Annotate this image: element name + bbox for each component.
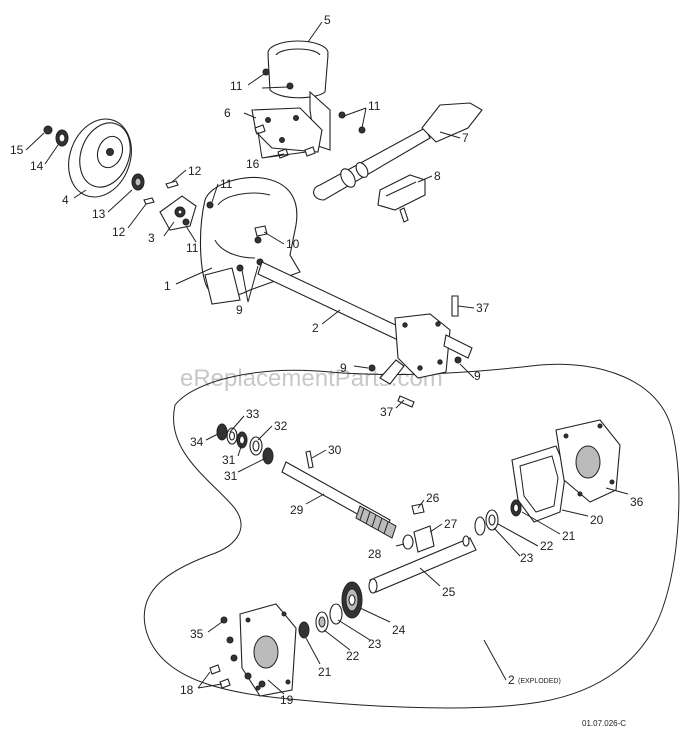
seal-part-21-upper xyxy=(510,499,522,517)
nut-part-11-housing-b xyxy=(182,218,190,226)
callout-28: 28 xyxy=(368,547,382,561)
callout-34: 34 xyxy=(190,435,204,449)
bolt-part-16 xyxy=(254,124,316,159)
callout-20: 20 xyxy=(590,513,604,527)
callout-23-lower: 23 xyxy=(368,637,382,651)
callout-7: 7 xyxy=(462,131,469,145)
callout-21-upper: 21 xyxy=(562,529,576,543)
callout-35: 35 xyxy=(190,627,204,641)
callout-21-lower: 21 xyxy=(318,665,332,679)
crank-bracket-part xyxy=(377,174,426,211)
callout-18: 18 xyxy=(180,683,194,697)
callout-27: 27 xyxy=(444,517,458,531)
washer-part-23-upper xyxy=(485,509,499,531)
bolt-part-37-b xyxy=(397,395,415,408)
pin-part-12-b xyxy=(143,197,155,205)
gasket-part-20 xyxy=(511,445,567,523)
callout-4: 4 xyxy=(62,193,69,207)
callout-32: 32 xyxy=(274,419,288,433)
callout-5: 5 xyxy=(324,13,331,27)
callout-9-left: 9 xyxy=(340,361,347,375)
callout-33: 33 xyxy=(246,407,260,421)
nut-part-15 xyxy=(43,125,53,135)
callout-22-upper: 22 xyxy=(540,539,554,553)
callout-10: 10 xyxy=(286,237,300,251)
callout-13: 13 xyxy=(92,207,106,221)
watermark: eReplacementParts.com xyxy=(180,365,443,392)
callout-15: 15 xyxy=(10,143,24,157)
gear-case-half-left-part xyxy=(239,603,297,697)
callout-31-upper: 31 xyxy=(222,453,236,467)
pin-part-12-a xyxy=(165,180,179,189)
callout-9-upper: 9 xyxy=(236,303,243,317)
callout-36: 36 xyxy=(630,495,644,509)
nut-part-9-b xyxy=(454,356,462,364)
fitting-part-18-b xyxy=(219,678,231,689)
callout-9-right: 9 xyxy=(474,369,481,383)
callout-3: 3 xyxy=(148,231,155,245)
pin-part-17 xyxy=(399,207,409,223)
worm-gear-part xyxy=(341,581,363,619)
gear-case-half-right-part xyxy=(555,419,621,503)
nut-part-11-upper xyxy=(262,68,366,134)
key-part-26 xyxy=(411,503,425,515)
callout-labels: 5 11 6 11 7 8 16 15 14 4 13 12 12 11 3 1… xyxy=(10,13,644,728)
callout-12-upper: 12 xyxy=(188,164,202,178)
auger-shaft-part xyxy=(368,535,477,594)
callout-16: 16 xyxy=(246,157,260,171)
nut-part-9-a xyxy=(368,364,376,372)
screw-parts-35 xyxy=(220,616,266,688)
callout-14: 14 xyxy=(30,159,44,173)
gear-case-shaft-assembly xyxy=(257,261,473,385)
spacer-part-27 xyxy=(413,525,435,553)
key-part-10 xyxy=(254,225,268,237)
seal-part-21-lower xyxy=(298,621,310,639)
drawing-code: 01.07.026-C xyxy=(582,719,626,728)
fitting-part-18-a xyxy=(209,664,221,675)
callout-6: 6 xyxy=(224,106,231,120)
pulley-part xyxy=(68,118,132,198)
bearing-part-13 xyxy=(131,173,145,191)
callout-12-lower: 12 xyxy=(112,225,126,239)
auger-housing-part xyxy=(199,176,301,305)
washer-part-23-lower xyxy=(329,603,343,625)
bolt-part-37-a xyxy=(451,295,459,317)
callout-11-chute: 11 xyxy=(230,79,243,93)
callout-31-lower: 31 xyxy=(224,469,238,483)
washer-part-14 xyxy=(55,129,69,147)
nut-part-11-housing-a xyxy=(206,201,214,209)
leader-lines xyxy=(25,21,629,695)
callout-2-exploded: 2 xyxy=(508,673,515,687)
worm-shaft-part xyxy=(281,461,397,539)
chute-crank-part xyxy=(313,102,483,201)
bushing-part-28 xyxy=(402,534,414,550)
callout-19: 19 xyxy=(280,693,294,707)
callout-2: 2 xyxy=(312,321,319,335)
callout-11-housing: 11 xyxy=(220,177,233,191)
callout-11-right: 11 xyxy=(368,99,381,113)
flange-plate-part xyxy=(159,195,197,231)
callout-24: 24 xyxy=(392,623,406,637)
exploded-note: (EXPLODED) xyxy=(518,678,561,685)
callout-8: 8 xyxy=(434,169,441,183)
callout-22-lower: 22 xyxy=(346,649,360,663)
callout-29: 29 xyxy=(290,503,304,517)
callout-30: 30 xyxy=(328,443,342,457)
pin-part-30 xyxy=(305,450,314,469)
callout-11-flange: 11 xyxy=(186,241,199,255)
bearing-part-22-lower xyxy=(315,611,329,633)
bearing-part-22-upper xyxy=(474,516,486,536)
callout-1: 1 xyxy=(164,279,171,293)
callout-25: 25 xyxy=(442,585,456,599)
callout-37-upper: 37 xyxy=(476,301,490,315)
exploded-view-boundary xyxy=(143,363,680,709)
callout-23-upper: 23 xyxy=(520,551,534,565)
callout-26: 26 xyxy=(426,491,440,505)
callout-37-lower: 37 xyxy=(380,405,394,419)
